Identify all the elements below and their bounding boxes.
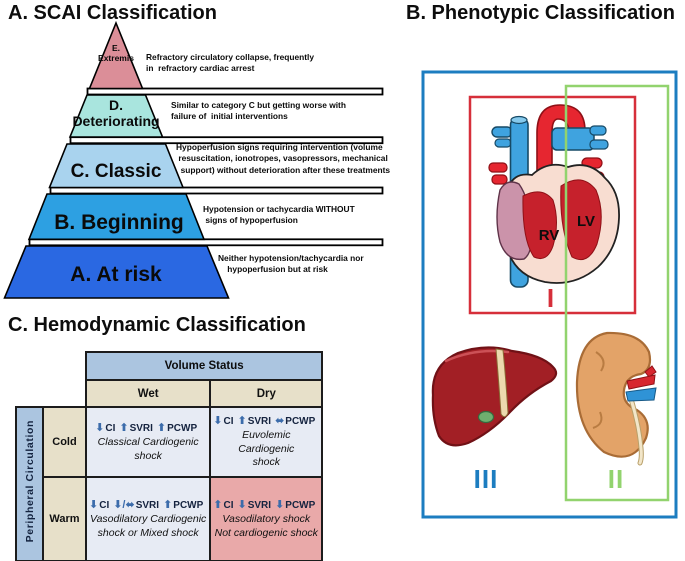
cold-dry-hemodynamics: ⬇CI⬆SVRI⬌PCWP	[213, 415, 316, 428]
heart-vessel	[589, 139, 609, 150]
warm-row-header: Warm	[42, 476, 87, 561]
pyramid-level-a-label: A. At risk	[70, 263, 162, 286]
kidney-illustration	[575, 331, 657, 466]
panel-c-title: C. Hemodynamic Classification	[8, 314, 306, 336]
cold-row-header: Cold	[42, 406, 87, 478]
cell-cold-wet: ⬇CI⬆SVRI⬆PCWP Classical Cardiogenic shoc…	[84, 406, 212, 478]
pulmonary-vein	[488, 162, 508, 173]
numeral-II: II	[608, 464, 624, 494]
hemodynamic-table: Volume Status Wet Dry Peripheral Circula…	[15, 351, 324, 561]
renal-artery	[626, 374, 656, 390]
green-kidney-box	[564, 84, 670, 502]
falciform-ligament	[495, 348, 509, 418]
pyramid-bar-2	[69, 136, 384, 145]
heart-vessel	[491, 126, 513, 138]
pyramid-level-b-description: Hypotension or tachycardia WITHOUT signs…	[203, 204, 355, 226]
pyramid-level-e-shape	[88, 20, 144, 90]
heart-vessel	[589, 125, 607, 136]
cell-cold-dry: ⬇CI⬆SVRI⬌PCWP Euvolemic Cardiogenic shoc…	[209, 406, 324, 478]
pyramid-level-e-label: E. Extremis	[98, 43, 134, 63]
pyramid-level-c-shape	[48, 143, 185, 189]
panel-a-title: A. SCAI Classification	[8, 2, 217, 24]
renal-vein	[625, 387, 657, 402]
rv-label: RV	[539, 227, 560, 244]
warm-wet-shock-label: Vasodilatory Cardiogenic shock or Mixed …	[89, 512, 207, 539]
kidney-crease	[595, 351, 605, 372]
kidney-body	[575, 331, 652, 458]
heart-illustration: RV LV	[488, 104, 620, 288]
pyramid-level-a-shape	[3, 245, 230, 299]
warm-wet-hemodynamics: ⬇CI⬇/⬌SVRI⬆PCWP	[89, 498, 204, 511]
warm-dry-hemodynamics: ⬆CI⬇SVRI⬇PCWP	[213, 498, 316, 511]
numeral-I: I	[547, 283, 555, 313]
liver-illustration	[431, 346, 558, 447]
renal-artery-branch	[644, 365, 657, 378]
warm-dry-shock-label: Vasodilatory shock Not cardiogenic shock	[214, 512, 318, 539]
pyramid-level-d-label: D. Deteriorating	[72, 97, 160, 129]
cold-wet-hemodynamics: ⬇CI⬆SVRI⬆PCWP	[95, 421, 198, 434]
left-ventricle	[560, 179, 602, 261]
outer-blue-box	[421, 70, 678, 519]
cold-dry-shock-label: Euvolemic Cardiogenic shock	[238, 429, 295, 469]
pulmonary-vein	[491, 174, 508, 185]
peripheral-circulation-axis: Peripheral Circulation	[15, 406, 44, 561]
kidney-crease	[592, 411, 603, 429]
pyramid-bar-1	[86, 87, 384, 96]
pyramid-bar-4	[28, 238, 384, 247]
cold-wet-shock-label: Classical Cardiogenic shock	[97, 435, 199, 462]
pyramid-level-d-shape	[68, 94, 164, 138]
pyramid-level-c-label: C. Classic	[70, 161, 162, 182]
pyramid-level-b-shape	[27, 193, 206, 241]
lv-label: LV	[577, 213, 595, 230]
pyramid-level-b-label: B. Beginning	[54, 211, 184, 234]
panel-b-title: B. Phenotypic Classification	[406, 2, 675, 24]
red-heart-box	[468, 95, 637, 315]
heart-vessel	[494, 138, 512, 148]
liver-body	[431, 346, 558, 447]
ureter	[629, 397, 643, 465]
cell-warm-dry: ⬆CI⬇SVRI⬇PCWP Vasodilatory shock Not car…	[209, 476, 324, 561]
pyramid-level-d-description: Similar to category C but getting worse …	[171, 100, 346, 122]
peripheral-circulation-label: Peripheral Circulation	[23, 420, 36, 543]
pulmonary-artery	[551, 127, 595, 151]
volume-status-header: Volume Status	[84, 351, 324, 381]
pyramid-level-a-description: Neither hypotension/tachycardia nor hypo…	[218, 253, 364, 275]
vessel-opening	[510, 115, 528, 125]
gallbladder	[477, 410, 495, 424]
pyramid-level-c-description: Hypoperfusion signs requiring interventi…	[176, 142, 391, 175]
dry-column-header: Dry	[209, 379, 324, 408]
pyramid-level-e-description: Refractory circulatory collapse, frequen…	[146, 52, 315, 74]
cell-warm-wet: ⬇CI⬇/⬌SVRI⬆PCWP Vasodilatory Cardiogenic…	[84, 476, 212, 561]
numeral-III: III	[474, 464, 499, 494]
pyramid-bar-3	[49, 186, 384, 195]
right-ventricle	[522, 191, 557, 260]
scai-pyramid	[3, 20, 384, 299]
phenotypic-diagram: RV LV I II III	[421, 70, 678, 519]
wet-column-header: Wet	[84, 379, 212, 408]
